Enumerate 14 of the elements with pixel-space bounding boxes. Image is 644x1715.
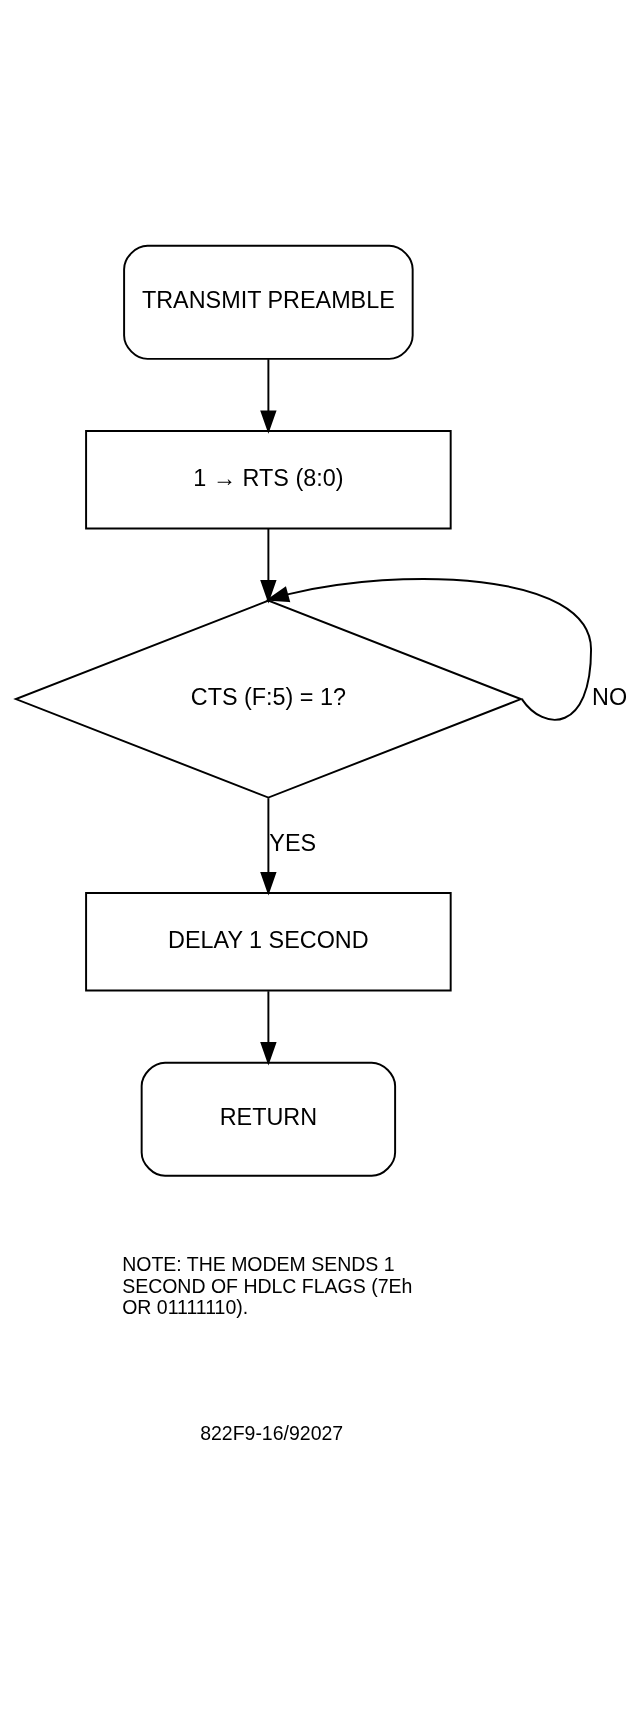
- node-box: 1 → RTS (8:0): [85, 429, 452, 529]
- node-box: TRANSMIT PREAMBLE: [123, 244, 414, 360]
- label: 822F9-16/92027: [200, 1421, 344, 1444]
- arrow: [260, 796, 277, 895]
- node-diamond: CTS (F:5) = 1?: [13, 599, 524, 799]
- edge-label: YES: [269, 829, 317, 856]
- edge-label: NO: [592, 683, 628, 710]
- arrow: [260, 357, 277, 434]
- arrow: [260, 989, 277, 1066]
- node-box: RETURN: [140, 1061, 397, 1177]
- node-box: DELAY 1 SECOND: [85, 891, 452, 992]
- arrow: [260, 527, 277, 603]
- label: NOTE: THE MODEM SENDS 1 SECOND OF HDLC FLAGS (7Eh OR 01111110).: [122, 1252, 413, 1318]
- arrow: [265, 577, 593, 721]
